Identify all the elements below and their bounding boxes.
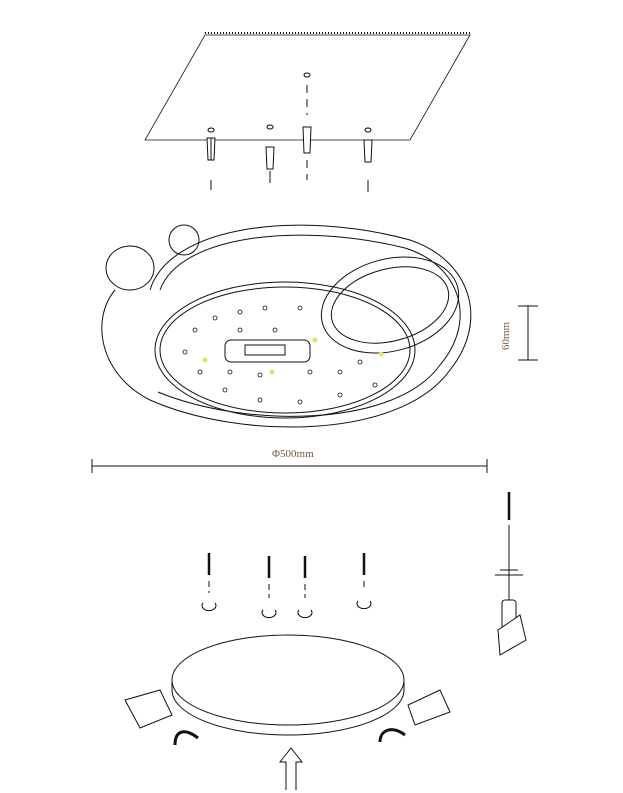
- base-plate: [171, 634, 405, 736]
- led-dots: [182, 305, 378, 405]
- ceiling-plate: [144, 32, 471, 141]
- hands-and-arrows: [124, 689, 451, 746]
- diameter-label: Φ500mm: [272, 448, 314, 460]
- height-dimension-line: [518, 305, 538, 361]
- wire-highlights: [202, 337, 384, 375]
- lamp-body: [101, 224, 472, 428]
- height-label: 60mm: [500, 321, 512, 350]
- up-arrow: [278, 747, 304, 790]
- wall-anchors: [206, 72, 373, 192]
- screwdriver-with-hand: [495, 492, 527, 656]
- screws: [201, 553, 372, 619]
- diameter-dimension-line: [91, 459, 488, 473]
